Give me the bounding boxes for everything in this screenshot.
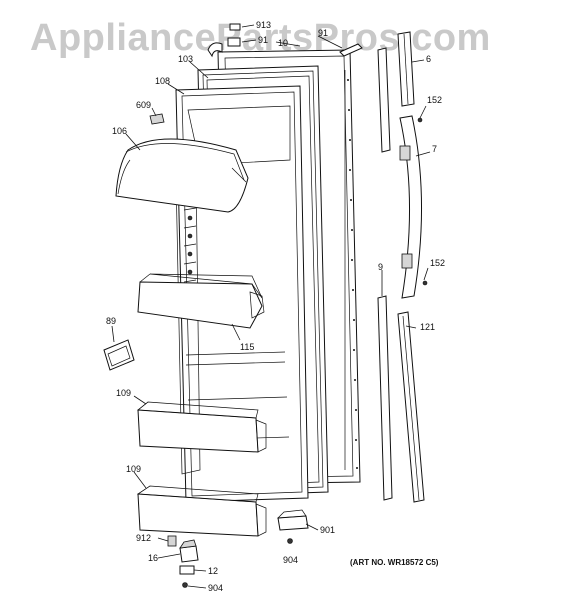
label-109-upper: 109 [116, 388, 131, 398]
part-12 [179, 565, 195, 575]
trim-121 [397, 311, 425, 503]
door-bin-lower [136, 485, 267, 537]
hinge-bracket-16 [179, 539, 199, 563]
label-152-lower: 152 [430, 258, 445, 268]
handle-7 [399, 115, 422, 299]
label-913: 913 [256, 20, 271, 30]
label-108: 108 [155, 76, 170, 86]
shelf-bin-115 [137, 273, 265, 329]
label-901: 901 [320, 525, 335, 535]
top-hinge-parts [207, 23, 363, 58]
screw-904-bottom [182, 582, 188, 588]
label-91-right: 91 [318, 28, 328, 38]
cover-901 [277, 509, 309, 531]
screw-152-upper [417, 117, 423, 123]
callout-labels: 913 91 10 91 6 103 108 609 106 152 7 152… [106, 20, 445, 593]
label-121: 121 [420, 322, 435, 332]
part-89 [103, 339, 135, 371]
label-912: 912 [136, 533, 151, 543]
bracket-609 [149, 113, 165, 125]
label-904-right: 904 [283, 555, 298, 565]
door-bin-upper [137, 401, 267, 453]
label-6: 6 [426, 54, 431, 64]
label-10: 10 [278, 38, 288, 48]
label-12: 12 [208, 566, 218, 576]
trim-strip-9 [377, 295, 393, 501]
label-9: 9 [378, 262, 383, 272]
label-103: 103 [178, 54, 193, 64]
hinge-912 [167, 535, 177, 547]
label-904-bottom: 904 [208, 583, 223, 593]
label-16: 16 [148, 553, 158, 563]
label-109-lower: 109 [126, 464, 141, 474]
screw-904-right [287, 538, 293, 544]
label-609: 609 [136, 100, 151, 110]
label-115: 115 [240, 342, 254, 352]
dairy-compartment [115, 138, 249, 213]
leader-lines [111, 24, 431, 589]
label-7: 7 [432, 144, 437, 154]
screw-152-lower [422, 280, 428, 286]
label-89: 89 [106, 316, 116, 326]
art-number: (ART NO. WR18572 C5) [350, 558, 439, 567]
label-91: 91 [258, 35, 268, 45]
label-152-upper: 152 [427, 95, 442, 105]
label-106: 106 [112, 126, 127, 136]
handle-trim-6 [377, 31, 415, 153]
